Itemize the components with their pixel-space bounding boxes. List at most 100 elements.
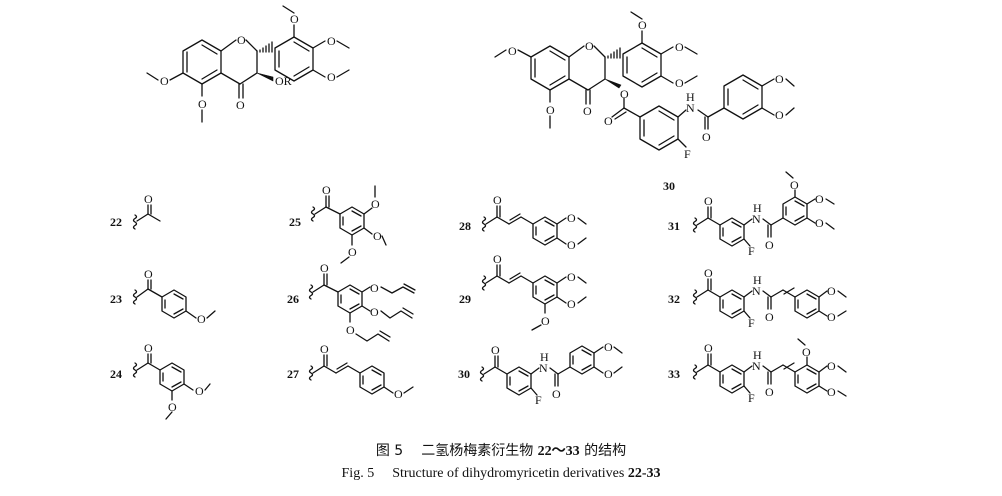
atom-f: F	[748, 244, 755, 258]
atom-o: O	[541, 314, 550, 328]
compound-22: 22 O	[110, 192, 161, 230]
atom-n: N	[752, 359, 761, 373]
atom-o: O	[237, 33, 246, 47]
atom-o: O	[493, 193, 502, 207]
atom-o: O	[815, 216, 824, 230]
compound-label-29: 29	[459, 292, 471, 306]
atom-h: H	[686, 90, 695, 104]
atom-o: O	[765, 310, 774, 324]
atom-f: F	[684, 147, 691, 161]
caption-range: 22～33	[537, 444, 580, 459]
atom-f: F	[535, 393, 542, 407]
atom-o: O	[197, 312, 206, 326]
atom-o: O	[144, 192, 153, 206]
compound-28: 28 O O O	[459, 193, 587, 252]
compound-25: 25 O O O O	[289, 183, 387, 264]
atom-o: O	[394, 387, 403, 401]
atom-o: O	[552, 387, 561, 401]
figure-caption-chinese: 图 5 二氢杨梅素衍生物 22～33 的结构	[0, 440, 1002, 460]
atom-f: F	[748, 316, 755, 330]
atom-n: N	[752, 284, 761, 298]
compound-label-23: 23	[110, 292, 122, 306]
atom-o: O	[802, 345, 811, 359]
atom-o: O	[638, 18, 647, 32]
atom-o: O	[546, 103, 555, 117]
caption-suffix: 的结构	[584, 443, 627, 459]
atom-o: O	[320, 261, 329, 275]
compound-30-structure: O O O O O O O O O N H F O O O 30	[494, 11, 795, 193]
compound-29: 29 O O O O	[459, 252, 587, 331]
atom-f: F	[748, 391, 755, 405]
atom-o: O	[827, 385, 836, 399]
atom-o: O	[160, 74, 169, 88]
atom-o: O	[585, 39, 594, 53]
figure-caption-english: Fig. 5 Structure of dihydromyricetin deri…	[0, 466, 1002, 482]
structure-figure: O O O O OR O O O	[110, 5, 847, 420]
atom-o: O	[704, 194, 713, 208]
atom-o: O	[620, 87, 629, 101]
atom-o: O	[290, 12, 299, 26]
atom-o: O	[373, 229, 382, 243]
atom-h: H	[753, 273, 762, 287]
atom-o: O	[567, 297, 576, 311]
caption-text: 二氢杨梅素衍生物	[421, 443, 534, 459]
atom-o: O	[195, 384, 204, 398]
atom-o: O	[604, 367, 613, 381]
atom-o: O	[370, 305, 379, 319]
atom-o: O	[775, 72, 784, 86]
atom-o: O	[704, 266, 713, 280]
atom-h: H	[540, 350, 549, 364]
atom-o: O	[236, 98, 245, 112]
atom-o: O	[567, 211, 576, 225]
atom-o: O	[144, 267, 153, 281]
atom-n: N	[686, 101, 695, 115]
atom-o: O	[168, 400, 177, 414]
atom-o: O	[675, 40, 684, 54]
compound-31: 31 O N H F O O O O	[668, 171, 835, 258]
figure-number: 图 5	[375, 443, 404, 459]
atom-o: O	[604, 114, 613, 128]
atom-o: O	[815, 192, 824, 206]
compound-label-27: 27	[287, 367, 299, 381]
compound-label-25: 25	[289, 215, 301, 229]
atom-o: O	[704, 341, 713, 355]
atom-o: O	[765, 385, 774, 399]
compound-label-31: 31	[668, 219, 680, 233]
atom-o: O	[508, 44, 517, 58]
atom-o: O	[322, 183, 331, 197]
compound-27: 27 O O	[287, 342, 414, 401]
compound-label-30: 30	[458, 367, 470, 381]
compound-30-fragment: 30 O N H F O O O	[458, 340, 623, 407]
atom-n: N	[752, 212, 761, 226]
atom-o: O	[827, 310, 836, 324]
atom-o: O	[827, 359, 836, 373]
atom-o: O	[198, 97, 207, 111]
atom-o: O	[765, 238, 774, 252]
atom-n: N	[539, 361, 548, 375]
compound-24: 24 O O O	[110, 341, 211, 420]
compound-23: 23 O O	[110, 267, 216, 326]
compound-label-33: 33	[668, 367, 680, 381]
figure-number: Fig. 5	[341, 466, 375, 481]
atom-h: H	[753, 201, 762, 215]
atom-o: O	[604, 340, 613, 354]
atom-o: O	[775, 108, 784, 122]
compound-label-32: 32	[668, 292, 680, 306]
compound-33: 33 O N H F O O O O	[668, 338, 847, 405]
compound-26: 26 O O O O	[287, 261, 416, 342]
caption-text: Structure of dihydromyricetin derivative…	[392, 466, 625, 481]
caption-range: 22-33	[627, 466, 661, 481]
atom-o: O	[702, 130, 711, 144]
compound-label-24: 24	[110, 367, 122, 381]
atom-o: O	[827, 284, 836, 298]
atom-o: O	[675, 76, 684, 90]
compound-label-22: 22	[110, 215, 122, 229]
atom-o: O	[346, 323, 355, 337]
compound-32: 32 O N H F O O O	[668, 266, 847, 330]
compound-label-30: 30	[663, 179, 675, 193]
atom-o: O	[790, 178, 799, 192]
atom-o: O	[327, 70, 336, 84]
compound-label-26: 26	[287, 292, 299, 306]
atom-o: O	[493, 252, 502, 266]
atom-o: O	[144, 341, 153, 355]
